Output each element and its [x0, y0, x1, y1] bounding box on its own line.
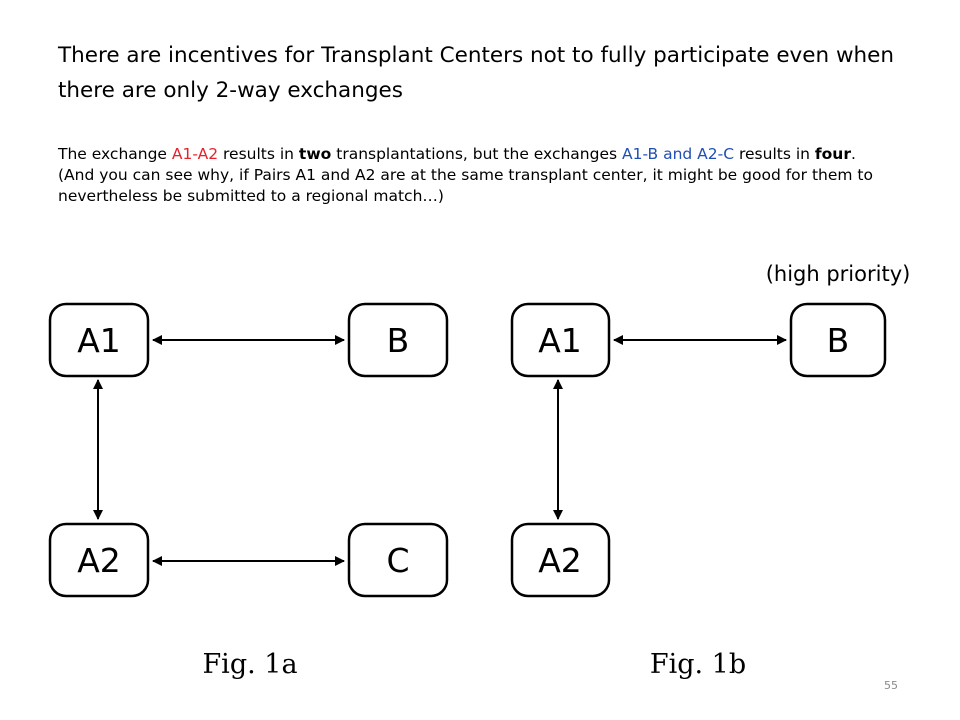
- count-two: two: [298, 145, 332, 163]
- node-b: [789, 302, 887, 378]
- node-b: [347, 302, 449, 378]
- node-b-label: B: [387, 321, 410, 360]
- fig-1a: A1 B A2 C Fig. 1a: [48, 302, 449, 680]
- explanation-paragraph: (And you can see why, if Pairs A1 and A2…: [58, 166, 873, 205]
- node-a2: [48, 522, 150, 598]
- node-b-label: B: [827, 321, 850, 360]
- exchanges-a1b-a2c: A1-B and A2-C: [622, 145, 735, 163]
- node-c-label: C: [386, 541, 409, 580]
- slide-title: There are incentives for Transplant Cent…: [58, 43, 895, 103]
- node-a1-label: A1: [77, 321, 121, 360]
- fig-1b: (high priority) A1 B A2 Fig. 1b: [510, 262, 911, 680]
- node-a1: [48, 302, 150, 378]
- text-segment: results in: [218, 145, 299, 163]
- node-a1: [510, 302, 611, 378]
- count-four: four: [814, 145, 851, 163]
- text-segment: transplantations, but the exchanges: [331, 145, 622, 163]
- node-a2-label: A2: [77, 541, 121, 580]
- node-c: [347, 522, 449, 598]
- text-segment: .: [850, 145, 856, 163]
- node-a2-label: A2: [538, 541, 582, 580]
- exchange-paragraph: The exchange A1-A2 results in two transp…: [58, 144, 930, 165]
- slide-body: The exchange A1-A2 results in two transp…: [58, 144, 930, 207]
- page-number: 55: [884, 679, 898, 692]
- fig-1b-caption: Fig. 1b: [650, 649, 746, 680]
- high-priority-annotation: (high priority): [766, 262, 911, 286]
- node-a1-label: A1: [538, 321, 582, 360]
- exchange-a1-a2: A1-A2: [171, 145, 219, 163]
- fig-1a-caption: Fig. 1a: [202, 649, 297, 680]
- text-segment: results in: [734, 145, 815, 163]
- node-a2: [510, 522, 611, 598]
- text-segment: The exchange: [58, 145, 172, 163]
